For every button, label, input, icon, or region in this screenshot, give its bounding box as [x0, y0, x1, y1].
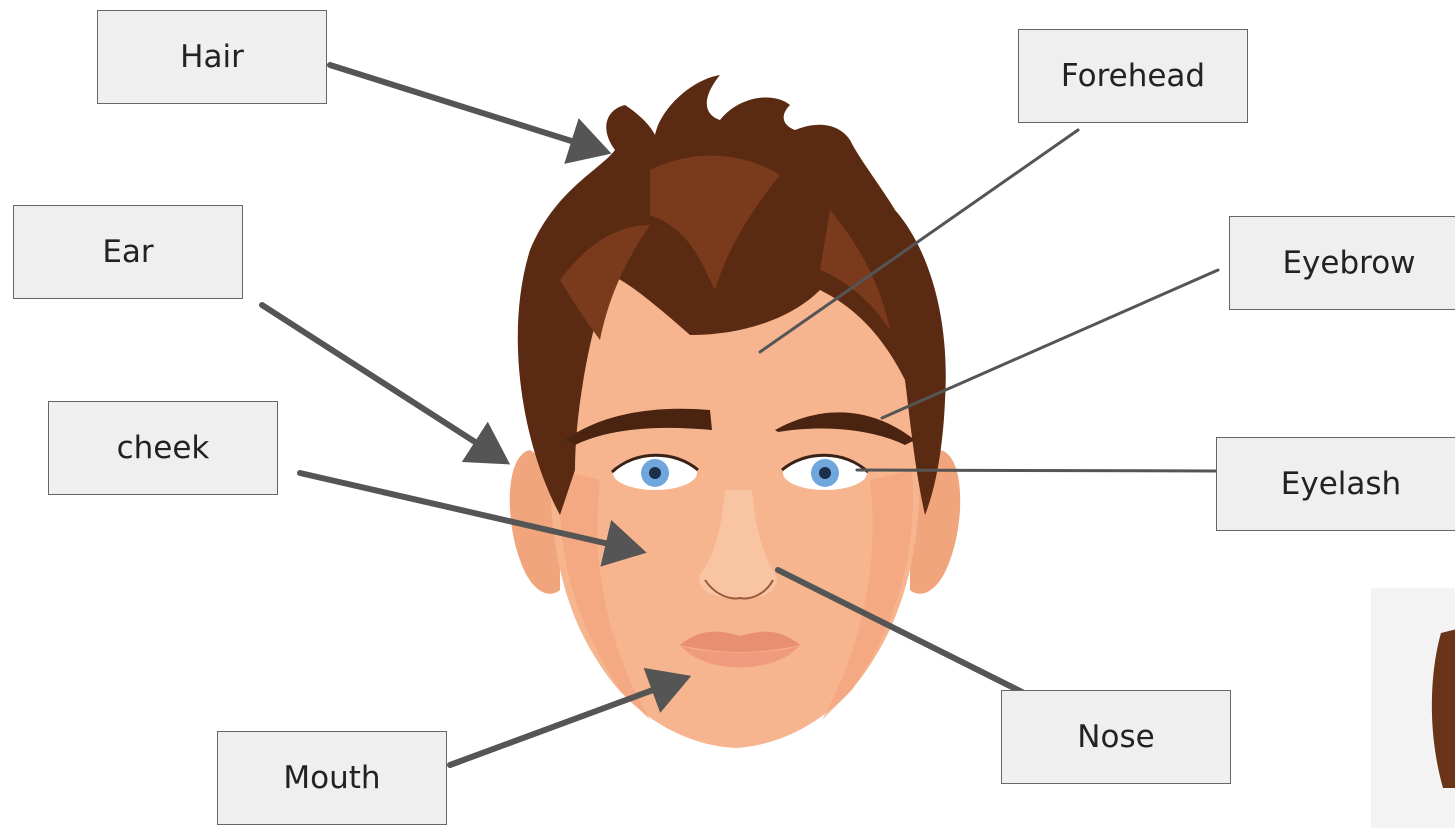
label-eyebrow: Eyebrow	[1229, 216, 1455, 310]
label-eyelash: Eyelash	[1216, 437, 1455, 531]
arrow-eyelash	[857, 470, 1216, 471]
partial-thumbnail	[1371, 588, 1455, 828]
label-forehead: Forehead	[1018, 29, 1248, 123]
label-ear: Ear	[13, 205, 243, 299]
label-cheek: cheek	[48, 401, 278, 495]
arrow-mouth	[450, 680, 680, 765]
arrow-ear	[262, 305, 500, 458]
label-nose: Nose	[1001, 690, 1231, 784]
label-hair: Hair	[97, 10, 327, 104]
label-mouth: Mouth	[217, 731, 447, 825]
arrow-hair	[330, 65, 600, 150]
